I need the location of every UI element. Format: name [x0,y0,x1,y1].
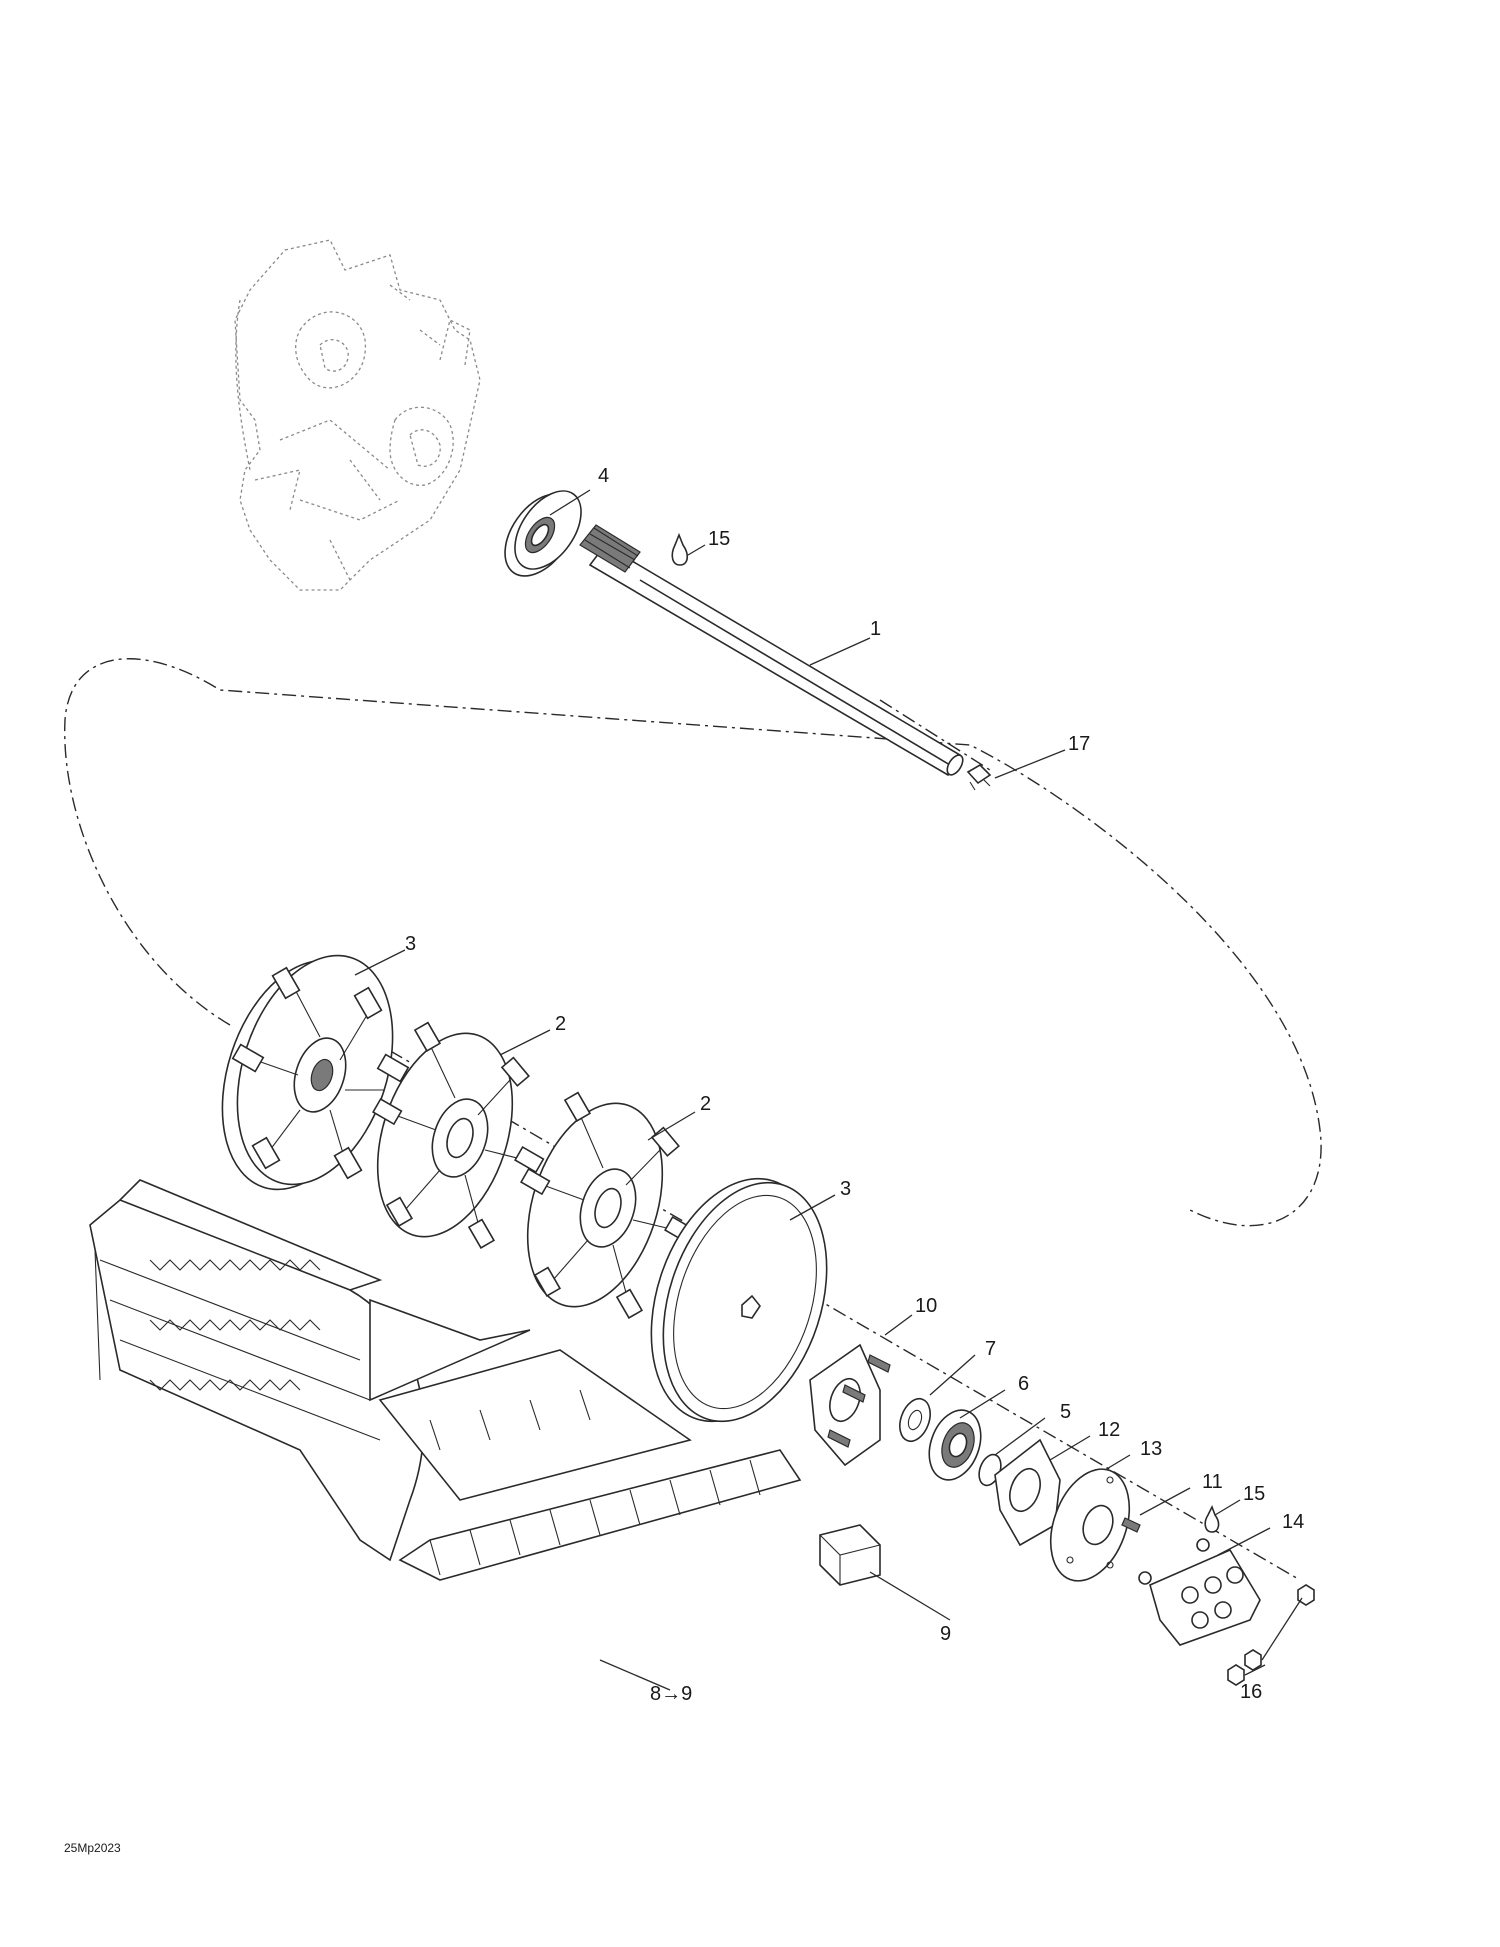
washer-part-7 [899,1397,931,1443]
callout-7: 7 [985,1338,996,1360]
retainer-plate-part-14 [1138,1538,1261,1646]
drive-axle-part-1 [579,524,964,777]
sprocket-part-3-right [650,1177,828,1423]
flange-plate-part-12 [994,1438,1061,1547]
plug-part-17 [966,763,992,791]
bearing-housing-part-10 [809,1343,891,1467]
callout-15-upper: 15 [708,528,730,550]
screw-part-11 [1121,1517,1141,1533]
sprocket-part-2-second [520,1091,695,1319]
callout-2-first: 2 [555,1013,566,1035]
lubricant-drop-part-15 [671,532,689,566]
callout-16: 16 [1240,1681,1262,1703]
callout-labels: 1 2 2 3 3 4 5 6 7 8→9 9 10 11 12 13 14 1… [64,465,1304,1855]
callout-15-lower: 15 [1243,1483,1265,1505]
callout-1: 1 [870,618,881,640]
drawing-code: 25Mp2023 [64,1841,121,1855]
sprocket-part-3-left [221,954,410,1191]
seal-part-4 [504,490,582,577]
callout-8-to-9: 8→9 [650,1683,692,1705]
callout-12: 12 [1098,1419,1120,1441]
leader-lines [354,489,1303,1691]
track-part-8 [89,1179,802,1581]
sprocket-part-2-first [372,1021,545,1249]
washer-part-7-hole [907,1409,923,1431]
callout-9: 9 [940,1623,951,1645]
callout-11: 11 [1202,1471,1223,1493]
hub-part-13 [1049,1468,1131,1582]
nut-part-16-a [1297,1584,1315,1606]
clip-part-9 [819,1524,881,1586]
bearing-part-6 [928,1409,982,1481]
callout-2-second: 2 [700,1093,711,1115]
chaincase-housing [234,239,481,591]
callout-14: 14 [1282,1511,1304,1533]
callout-17: 17 [1068,733,1090,755]
lubricant-drop-part-15-lower [1204,1505,1220,1533]
callout-3-right: 3 [840,1178,851,1200]
callout-3-left: 3 [405,933,416,955]
nut-part-16-c [1244,1649,1262,1671]
nut-part-16-b [1227,1664,1245,1686]
callout-5: 5 [1060,1401,1071,1423]
shaft-axis-line [319,699,1301,1581]
callout-4: 4 [598,465,609,487]
callout-6: 6 [1018,1373,1029,1395]
track-loop-outline [64,658,1322,1227]
callout-13: 13 [1140,1438,1162,1460]
callout-10: 10 [915,1295,937,1317]
